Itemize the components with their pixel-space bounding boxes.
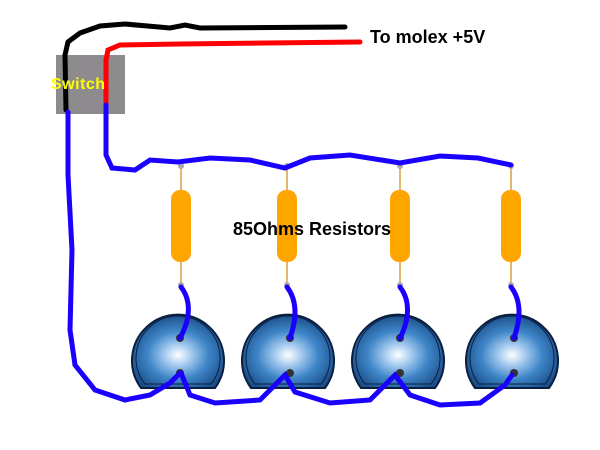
- resistor-1: [171, 163, 191, 341]
- led-chain-wire: [178, 370, 515, 408]
- led-cathode: [286, 369, 294, 377]
- led-4: [465, 313, 559, 389]
- led-rim: [135, 315, 221, 385]
- anode-wire: [177, 284, 191, 341]
- resistor-body: [390, 190, 410, 262]
- ground-wire: [62, 21, 348, 113]
- led-rim: [355, 315, 441, 385]
- switch-label: Switch: [51, 76, 106, 93]
- switch-ground-wire: [65, 109, 183, 403]
- switch-output-wire-top: [103, 102, 514, 173]
- led-rim: [245, 315, 331, 385]
- resistors: [171, 163, 522, 341]
- anode-wire: [508, 284, 522, 341]
- led-2: [241, 313, 335, 389]
- resistor-body: [501, 190, 521, 262]
- led-3: [351, 313, 445, 389]
- power-wire: [103, 39, 363, 108]
- leds: [131, 313, 559, 389]
- resistor-3: [390, 163, 410, 341]
- resistor-body: [277, 190, 297, 262]
- solder-joint: [178, 163, 184, 169]
- led-1: [131, 313, 225, 389]
- led-body: [241, 313, 335, 389]
- anode-wire: [397, 284, 410, 341]
- resistor-body: [171, 190, 191, 262]
- led-body: [131, 313, 225, 389]
- resistors-label: 85Ohms Resistors: [233, 219, 392, 239]
- led-body: [351, 313, 445, 389]
- resistor-4: [501, 163, 522, 341]
- power-label: To molex +5V: [370, 27, 486, 47]
- led-rim: [469, 315, 555, 385]
- anode-wire: [284, 284, 298, 341]
- led-body: [465, 313, 559, 389]
- resistor-2: [277, 163, 298, 341]
